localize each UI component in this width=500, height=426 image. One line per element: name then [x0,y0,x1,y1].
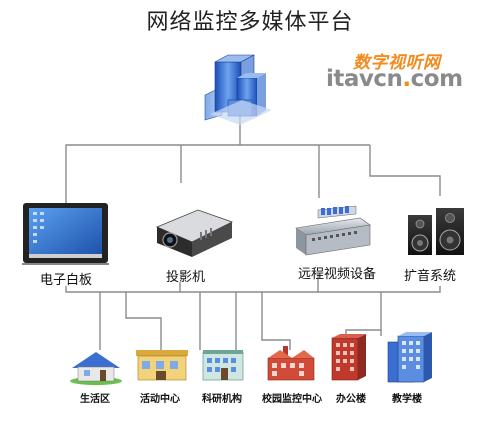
bottom-bus [65,286,441,293]
speaker-drop [369,145,441,196]
device-label-speakers: 扩音系统 [404,269,457,284]
video-rack-icon [295,205,371,256]
office-tower-icon [331,334,366,381]
building-label-research: 科研机构 [202,394,242,405]
house-icon [70,352,122,385]
device-label-whiteboard: 电子白板 [40,273,93,288]
building-label-living: 生活区 [80,394,110,405]
building-label-activity: 活动中心 [140,394,180,405]
teaching-tower-icon [387,332,432,383]
building-label-office: 办公楼 [336,394,366,405]
projector-icon [155,209,234,257]
watermark-en-suffix: com [410,66,463,92]
device-label-remote-video: 远程视频设备 [298,267,377,282]
activity-center-icon [136,350,188,381]
watermark-cn: 数字视听网 [353,53,441,73]
drop-activity [125,292,162,350]
whiteboard-icon [22,203,109,265]
building-label-teaching: 教学楼 [392,394,422,405]
server-cluster-icon [204,54,272,125]
research-building-icon [202,350,244,381]
top-bus [65,144,370,175]
device-label-projector: 投影机 [166,270,206,285]
connector-lines [65,115,441,350]
watermark-en-dot: . [402,66,411,92]
page-title: 网络监控多媒体平台 [146,10,354,35]
drop-office [345,292,382,338]
drop-monitor [261,292,291,350]
factory-icon [267,346,315,381]
building-label-monitor: 校园监控中心 [262,394,322,405]
speaker-icon [408,208,464,255]
watermark-en-prefix: itavcn [326,66,403,92]
watermark-en: itavcn.com [326,66,463,92]
